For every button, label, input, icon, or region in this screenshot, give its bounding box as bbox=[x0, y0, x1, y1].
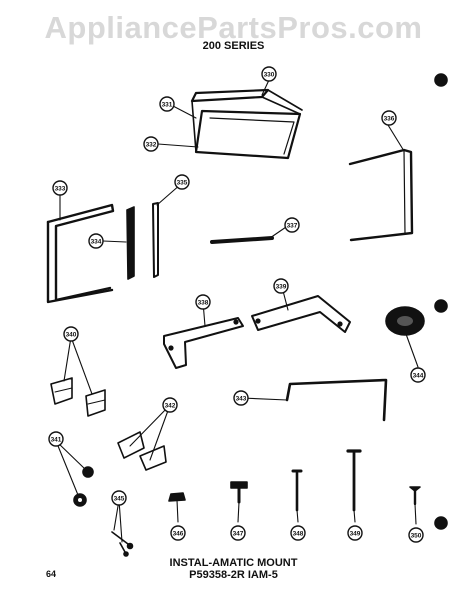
part-frame-336 bbox=[348, 148, 414, 242]
leader-lines bbox=[55, 79, 419, 543]
callout-348: 348 bbox=[290, 525, 306, 541]
callout-338: 338 bbox=[195, 294, 211, 310]
callout-339: 339 bbox=[273, 278, 289, 294]
svg-text:332: 332 bbox=[146, 142, 157, 149]
part-strip-334 bbox=[126, 206, 135, 280]
svg-text:343: 343 bbox=[236, 396, 247, 403]
part-rod-343 bbox=[285, 378, 388, 422]
callout-group: 330 331 332 333 334 335 336 337 338 339 … bbox=[48, 66, 426, 543]
part-bolt-348 bbox=[291, 469, 303, 512]
callout-336: 336 bbox=[381, 110, 397, 126]
callout-335: 335 bbox=[174, 174, 190, 190]
part-screws-345 bbox=[111, 531, 134, 557]
part-bracket-339 bbox=[251, 295, 351, 333]
binder-hole-middle bbox=[434, 299, 448, 313]
callout-342: 342 bbox=[162, 397, 178, 413]
callout-341: 341 bbox=[48, 431, 64, 447]
callout-345: 345 bbox=[111, 490, 127, 506]
callout-347: 347 bbox=[230, 525, 246, 541]
callout-332: 332 bbox=[143, 136, 159, 152]
part-nuts-341 bbox=[73, 466, 94, 507]
svg-text:337: 337 bbox=[287, 223, 298, 230]
callout-350: 350 bbox=[408, 527, 424, 543]
part-bolt-349 bbox=[346, 449, 362, 512]
callout-334: 334 bbox=[88, 233, 104, 249]
part-cap-344 bbox=[385, 306, 425, 336]
svg-text:333: 333 bbox=[55, 186, 66, 193]
callout-337: 337 bbox=[284, 217, 300, 233]
svg-text:334: 334 bbox=[91, 239, 102, 246]
part-rod-337 bbox=[210, 236, 274, 244]
watermark: AppliancePartsPros.com bbox=[44, 10, 423, 45]
svg-text:339: 339 bbox=[276, 284, 287, 291]
callout-340: 340 bbox=[63, 326, 79, 342]
part-clips-340 bbox=[50, 377, 106, 417]
svg-text:348: 348 bbox=[293, 531, 304, 538]
part-nut-346 bbox=[168, 492, 186, 502]
part-frame-330 bbox=[190, 88, 303, 160]
svg-text:346: 346 bbox=[173, 531, 184, 538]
svg-text:331: 331 bbox=[162, 102, 173, 109]
binder-hole-bottom bbox=[434, 516, 448, 530]
callout-344: 344 bbox=[410, 367, 426, 383]
svg-text:350: 350 bbox=[411, 533, 422, 540]
binder-hole-top bbox=[434, 73, 448, 87]
part-strip-335 bbox=[152, 202, 159, 278]
diagram-title: INSTAL-AMATIC MOUNT bbox=[169, 557, 298, 569]
svg-text:342: 342 bbox=[165, 403, 176, 410]
callout-346: 346 bbox=[170, 525, 186, 541]
callout-343: 343 bbox=[233, 390, 249, 406]
svg-text:345: 345 bbox=[114, 496, 125, 503]
svg-text:336: 336 bbox=[384, 116, 395, 123]
callout-349: 349 bbox=[347, 525, 363, 541]
part-screw-350 bbox=[409, 486, 421, 506]
callout-333: 333 bbox=[52, 180, 68, 196]
svg-text:349: 349 bbox=[350, 531, 361, 538]
svg-text:341: 341 bbox=[51, 437, 62, 444]
svg-text:338: 338 bbox=[198, 300, 209, 307]
part-bolt-347 bbox=[230, 481, 248, 504]
svg-text:330: 330 bbox=[264, 72, 275, 79]
diagram-model: P59358-2R IAM-5 bbox=[189, 569, 278, 581]
svg-text:347: 347 bbox=[233, 531, 244, 538]
callout-331: 331 bbox=[159, 96, 175, 112]
part-frame-333 bbox=[46, 203, 115, 304]
svg-text:344: 344 bbox=[413, 373, 424, 380]
series-label: 200 SERIES bbox=[202, 40, 265, 52]
svg-text:335: 335 bbox=[177, 180, 188, 187]
part-clips-342 bbox=[117, 431, 167, 471]
part-bracket-338 bbox=[163, 317, 244, 369]
svg-text:340: 340 bbox=[66, 332, 77, 339]
page-number: 64 bbox=[46, 569, 57, 579]
callout-330: 330 bbox=[261, 66, 277, 82]
